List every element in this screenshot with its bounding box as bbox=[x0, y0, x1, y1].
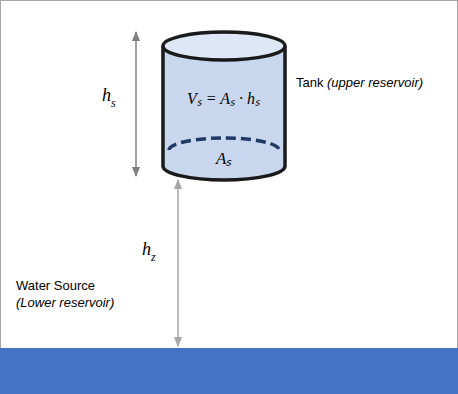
height-dimension bbox=[135, 32, 137, 176]
source-label: Water Source bbox=[16, 279, 95, 293]
volume-formula: Vₛ = Aₛ · hₛ bbox=[187, 90, 260, 108]
dimension-subscript: s bbox=[111, 97, 116, 110]
dimension-symbol: h bbox=[142, 240, 151, 260]
water-surface bbox=[0, 348, 458, 394]
dimension-subscript: z bbox=[151, 251, 156, 264]
tank-sublabel: (upper reservoir) bbox=[327, 76, 423, 90]
tank-cylinder: Vₛ = Aₛ · hₛ Aₛ bbox=[160, 28, 288, 184]
dimension-symbol: h bbox=[102, 86, 111, 106]
source-sublabel: (Lower reservoir) bbox=[16, 296, 114, 310]
area-label: Aₛ bbox=[216, 150, 231, 169]
tank-label: Tank bbox=[296, 76, 323, 90]
elevation-dimension bbox=[177, 180, 179, 346]
